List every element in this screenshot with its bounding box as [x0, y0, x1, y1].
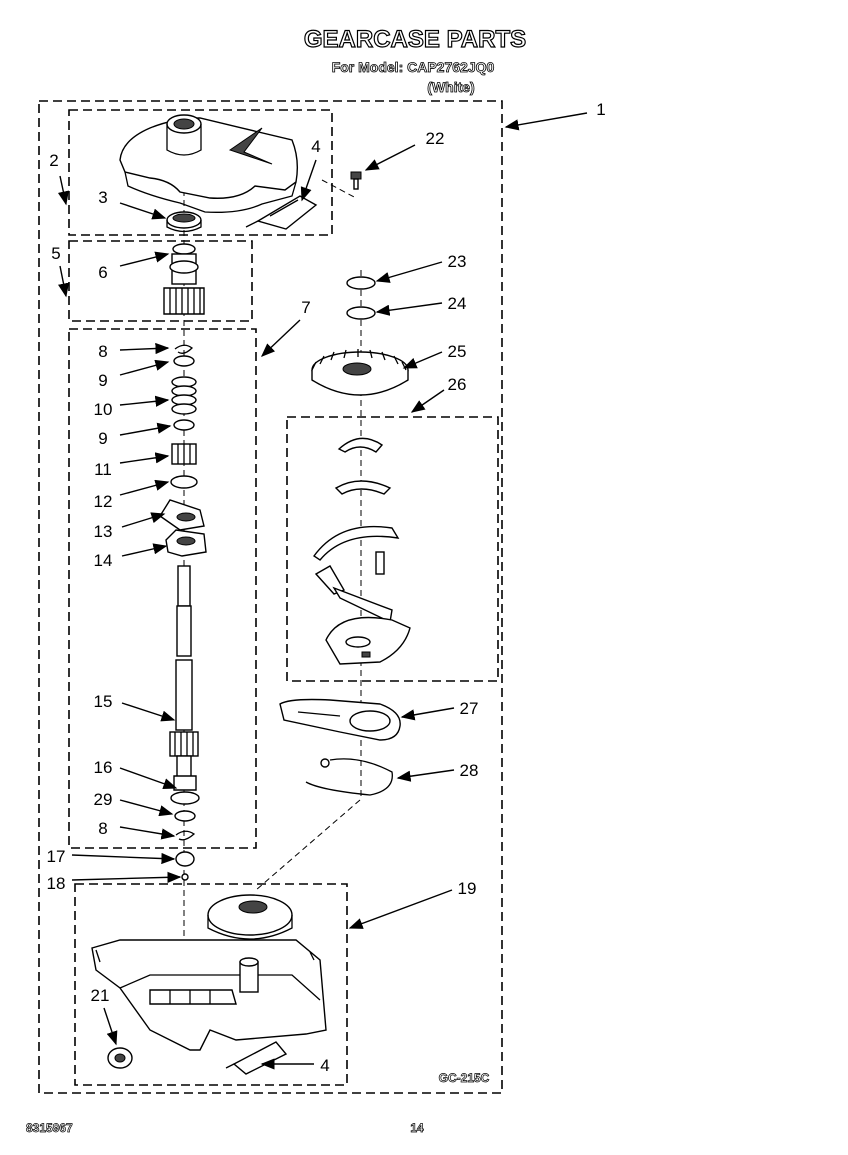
callout-8-bottom: 8 — [98, 819, 107, 838]
housing-seal — [107, 1047, 133, 1069]
callout-1: 1 — [596, 100, 605, 119]
washer-16 — [170, 791, 200, 805]
washer-9b — [173, 419, 195, 431]
callout-6: 6 — [98, 263, 107, 282]
screw — [350, 171, 362, 190]
pinion-group-box — [68, 240, 253, 322]
gear-parts — [311, 276, 409, 396]
color-line: (White) — [427, 79, 474, 95]
gearcase-cover — [119, 114, 299, 213]
callout-11: 11 — [94, 460, 112, 479]
callout-21: 21 — [91, 986, 110, 1005]
gear-to-housing-line — [255, 799, 361, 891]
screw-line — [321, 179, 357, 199]
callout-17: 17 — [47, 847, 66, 866]
callout-28: 28 — [460, 761, 479, 780]
callout-18: 18 — [47, 874, 66, 893]
callout-14: 14 — [94, 551, 113, 570]
gear-25 — [311, 349, 409, 396]
callout-22: 22 — [426, 129, 445, 148]
clutch-11 — [171, 443, 197, 465]
shift-assembly — [313, 437, 411, 665]
callout-27: 27 — [460, 699, 479, 718]
callout-25: 25 — [448, 342, 467, 361]
callout-13: 13 — [94, 522, 113, 541]
doc-number: 8315967 — [26, 1121, 73, 1135]
callout-8-top: 8 — [98, 342, 107, 361]
figure-code: GC-215C — [439, 1071, 490, 1085]
ring-12 — [170, 475, 198, 489]
callout-numbers: 1 2 3 4 5 6 7 8 9 10 9 11 12 13 14 15 16… — [47, 100, 606, 1075]
callout-2: 2 — [49, 151, 58, 170]
cam-14 — [165, 529, 207, 557]
washer-23 — [346, 276, 376, 290]
retaining-ring-8b — [175, 830, 196, 841]
callout-5: 5 — [51, 244, 60, 263]
callout-7: 7 — [301, 298, 310, 317]
callout-16: 16 — [94, 758, 113, 777]
shift-lever — [279, 698, 401, 741]
washer-24 — [346, 306, 376, 320]
callout-23: 23 — [448, 252, 467, 271]
lower-shaft-parts — [170, 775, 200, 881]
callout-3: 3 — [98, 188, 107, 207]
page-number: 14 — [410, 1121, 424, 1135]
shaft-stack-parts — [159, 344, 207, 557]
callout-4-top: 4 — [311, 137, 320, 156]
leader-lines — [57, 112, 588, 1070]
cam-13 — [159, 499, 205, 531]
sealant-tube-top — [245, 195, 318, 230]
assembly-box-1 — [38, 100, 503, 1094]
seal — [166, 211, 202, 233]
housing-group-box — [74, 883, 348, 1086]
callout-9-bottom: 9 — [98, 429, 107, 448]
cover-group-box — [68, 109, 333, 236]
washer-9a — [173, 355, 195, 367]
shaft-group-box — [68, 328, 257, 849]
ball-18 — [181, 873, 189, 881]
gearcase-housing — [91, 894, 327, 1051]
bearing-16 — [173, 775, 197, 791]
shift-group-box — [286, 416, 499, 682]
callout-4-bottom: 4 — [320, 1056, 329, 1075]
callout-26: 26 — [448, 375, 467, 394]
callout-10: 10 — [94, 400, 113, 419]
callout-29: 29 — [94, 790, 113, 809]
sealant-tube-bottom — [225, 1041, 288, 1075]
page-title: GEARCASE PARTS — [304, 26, 526, 53]
retaining-ring-8a — [174, 344, 193, 354]
spring-10 — [171, 376, 197, 415]
cap-17 — [175, 851, 195, 867]
agitator-shaft — [169, 565, 199, 779]
spring-clip — [305, 758, 393, 796]
pinion-gear — [163, 243, 205, 315]
callout-15: 15 — [94, 692, 113, 711]
washer-29 — [174, 810, 196, 822]
model-line: For Model: CAP2762JQ0 — [332, 59, 495, 75]
callout-19: 19 — [458, 879, 477, 898]
callout-9-top: 9 — [98, 371, 107, 390]
callout-24: 24 — [448, 294, 467, 313]
callout-12: 12 — [94, 492, 113, 511]
